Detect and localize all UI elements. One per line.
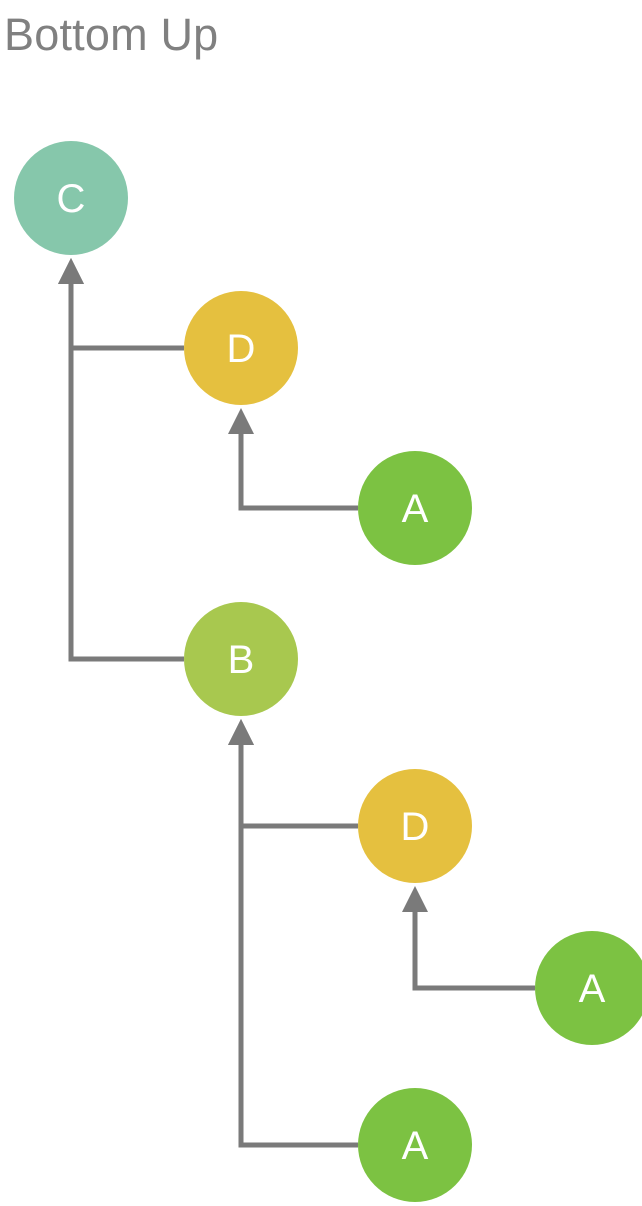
edge-a-right-to-d-lower <box>402 886 535 991</box>
edges-layer <box>58 258 535 1148</box>
node-circle[interactable] <box>358 451 472 565</box>
node-d-upper[interactable]: D <box>184 291 298 405</box>
node-a-lower-right[interactable]: A <box>535 931 642 1045</box>
arrowhead-icon <box>228 408 254 434</box>
node-b-mid[interactable]: B <box>184 602 298 716</box>
node-circle[interactable] <box>535 931 642 1045</box>
node-a-upper[interactable]: A <box>358 451 472 565</box>
node-circle[interactable] <box>358 1088 472 1202</box>
arrowhead-icon <box>228 719 254 745</box>
arrowhead-icon <box>402 886 428 912</box>
page-title: Bottom Up <box>4 9 219 60</box>
arrowhead-icon <box>58 258 84 284</box>
edge-line <box>412 912 535 991</box>
node-circle[interactable] <box>14 141 128 255</box>
edge-line <box>238 745 358 829</box>
node-circle[interactable] <box>184 291 298 405</box>
node-a-bottom[interactable]: A <box>358 1088 472 1202</box>
edge-line <box>238 745 358 1148</box>
edge-a-to-d-upper <box>228 408 358 511</box>
node-c-root[interactable]: C <box>14 141 128 255</box>
node-d-lower[interactable]: D <box>358 769 472 883</box>
edge-b-to-c <box>58 258 184 662</box>
edge-line <box>238 434 358 511</box>
edge-a-bottom-to-b <box>228 719 358 1148</box>
node-circle[interactable] <box>184 602 298 716</box>
node-circle[interactable] <box>358 769 472 883</box>
edge-line <box>68 284 184 351</box>
edge-line <box>68 284 184 662</box>
